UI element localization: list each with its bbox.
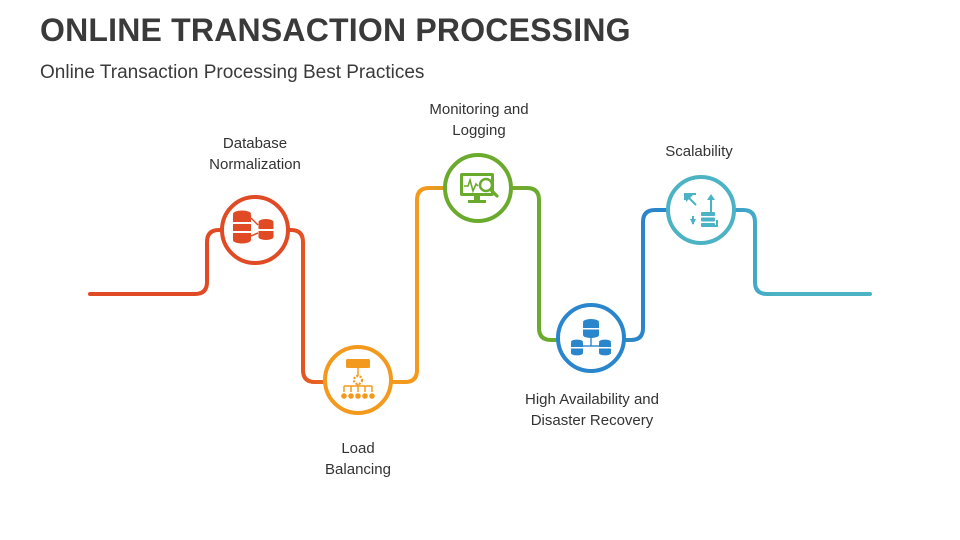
- label-high-availability: High Availability and Disaster Recovery: [525, 391, 659, 429]
- label-monitoring-logging: Monitoring and Logging: [429, 101, 529, 139]
- node-load-balancing: [323, 345, 393, 415]
- scalability-icon: [684, 193, 718, 227]
- slide-subtitle: Online Transaction Processing Best Pract…: [40, 62, 425, 83]
- node-high-availability: [556, 303, 626, 373]
- load-balancer-icon: [341, 359, 375, 399]
- label-database-normalization: Database Normalization: [209, 135, 301, 173]
- label-scalability: Scalability: [665, 143, 733, 160]
- database-network-icon: [571, 319, 611, 356]
- label-load-balancing: Load Balancing: [325, 440, 391, 478]
- node-database-normalization: [220, 195, 290, 265]
- monitor-search-icon: [460, 173, 499, 203]
- node-monitoring-logging: [443, 153, 513, 223]
- node-scalability: [666, 175, 736, 245]
- slide-title: ONLINE TRANSACTION PROCESSING: [40, 12, 631, 48]
- database-icon: [233, 210, 274, 244]
